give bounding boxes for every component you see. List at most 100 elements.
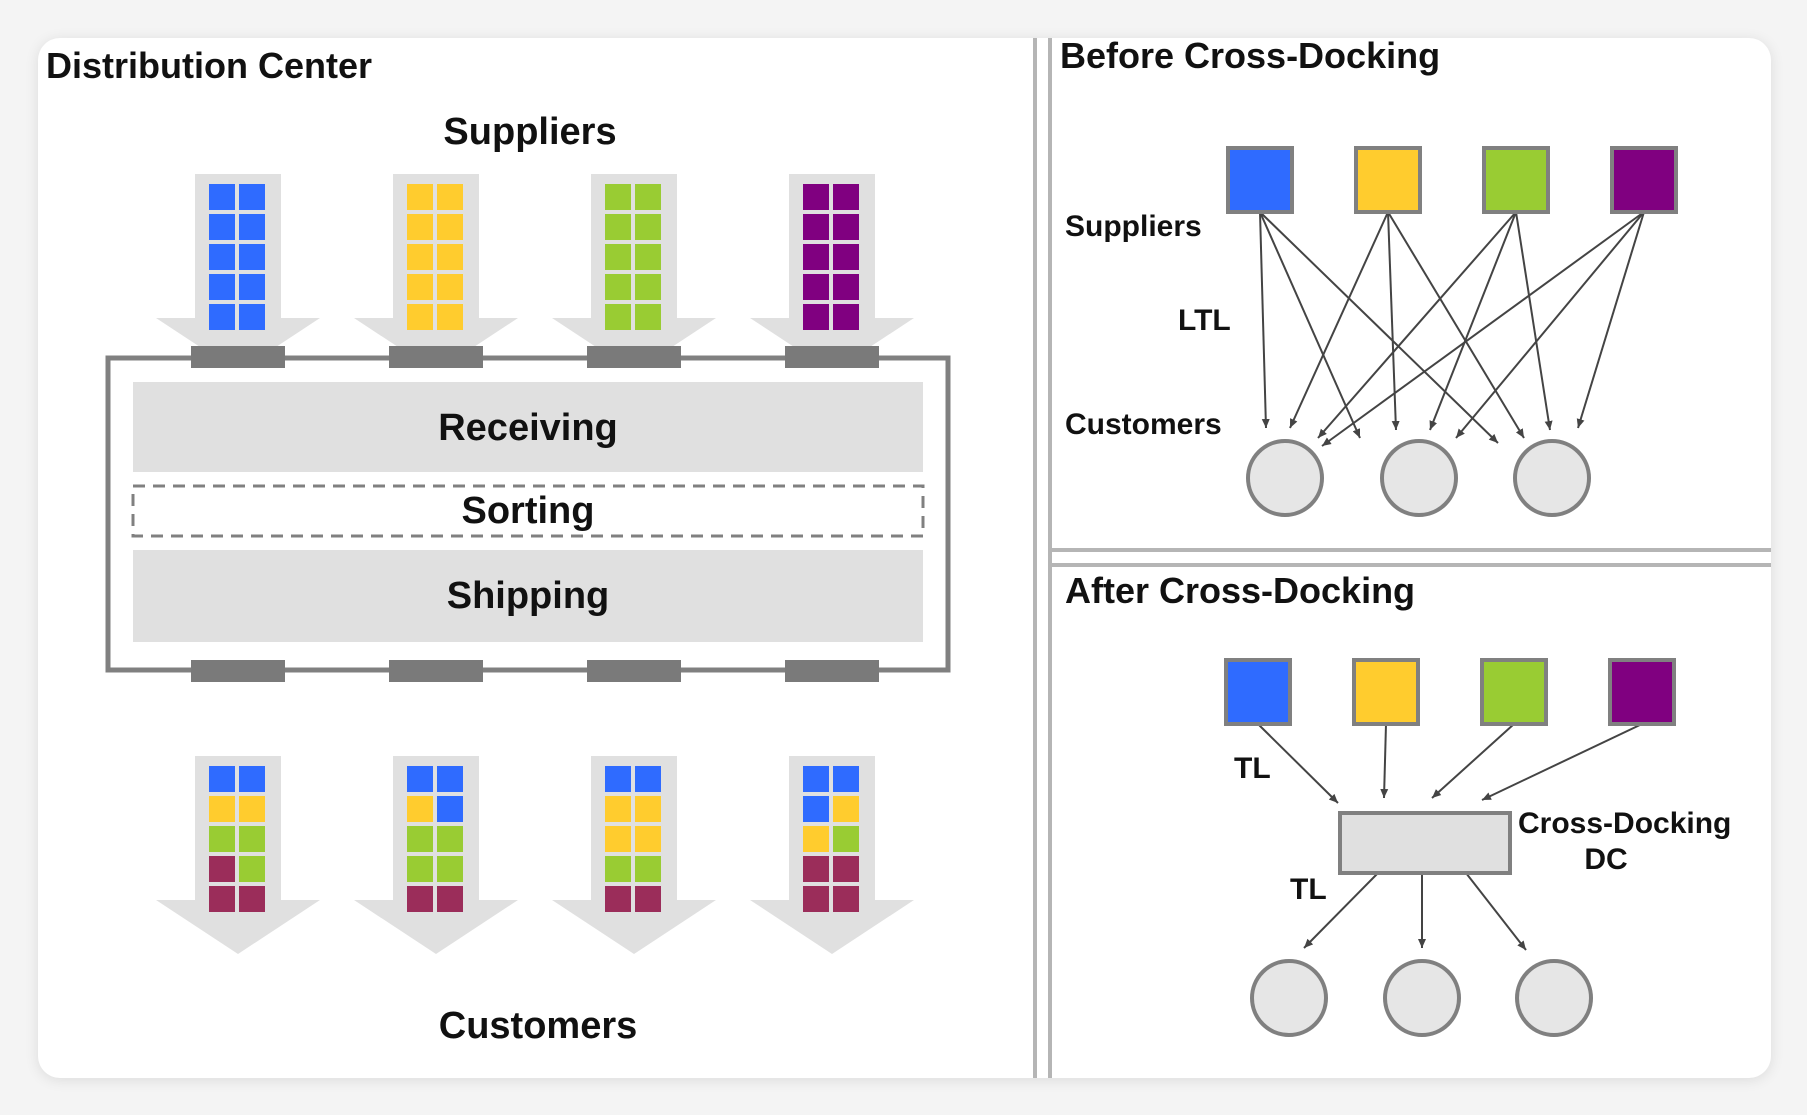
customer-circle xyxy=(1246,439,1324,517)
pallet-block xyxy=(209,304,235,330)
pallet-block xyxy=(605,856,631,882)
pallet-block xyxy=(407,274,433,300)
pallet-block xyxy=(407,766,433,792)
pallet-block xyxy=(635,766,661,792)
loading-docks xyxy=(191,346,879,682)
ltl-arrow xyxy=(1576,211,1645,429)
before-cross-docking-panel: Before Cross-Docking Suppliers LTL Custo… xyxy=(1050,38,1771,567)
ltl-arrow xyxy=(1515,211,1553,431)
pallet-block xyxy=(803,826,829,852)
pallet-block xyxy=(833,304,859,330)
pallet-block xyxy=(407,886,433,912)
pallet-block xyxy=(209,184,235,210)
pallet-block xyxy=(407,856,433,882)
pallet-block xyxy=(833,184,859,210)
customer-circle xyxy=(1383,959,1461,1037)
pallet-block xyxy=(833,856,859,882)
dc-label-line2: DC xyxy=(1584,843,1627,876)
cross-docking-diagram: Distribution Center Suppliers Receiving … xyxy=(46,38,1771,1078)
arrow-shape xyxy=(354,756,518,954)
outbound-dock-door xyxy=(389,660,483,682)
after-cross-docking-panel: After Cross-Docking Cross-Docking DC TL … xyxy=(1065,570,1731,1037)
pallet-block xyxy=(803,274,829,300)
outbound-arrow-2 xyxy=(354,756,518,954)
pallet-block xyxy=(437,184,463,210)
pallet-block xyxy=(833,766,859,792)
pallet-block xyxy=(437,826,463,852)
receiving-zone xyxy=(133,382,923,472)
pallet-block xyxy=(635,886,661,912)
distribution-center-title: Distribution Center xyxy=(46,45,372,86)
pallet-block xyxy=(833,826,859,852)
pallet-block xyxy=(605,184,631,210)
inbound-dock-door xyxy=(785,346,879,368)
ltl-arrow xyxy=(1387,211,1525,439)
customer-circle xyxy=(1250,959,1328,1037)
pallet-block xyxy=(833,274,859,300)
pallet-block xyxy=(437,796,463,822)
supplier-box xyxy=(1354,146,1422,214)
sorting-label: Sorting xyxy=(462,490,595,532)
customer-circle xyxy=(1513,439,1591,517)
before-suppliers-label: Suppliers xyxy=(1065,210,1202,243)
tl-inbound-arrow xyxy=(1431,723,1515,799)
pallet-block xyxy=(407,184,433,210)
pallet-block xyxy=(635,244,661,270)
pallet-block xyxy=(239,886,265,912)
pallet-block xyxy=(239,184,265,210)
arrow-shape xyxy=(552,174,716,372)
pallet-block xyxy=(437,766,463,792)
tl-outbound-arrow xyxy=(1303,872,1379,949)
pallet-block xyxy=(209,274,235,300)
pallet-block xyxy=(635,304,661,330)
pallet-block xyxy=(209,856,235,882)
pallet-block xyxy=(239,244,265,270)
ltl-arrow xyxy=(1259,211,1361,439)
pallet-block xyxy=(437,214,463,240)
pallet-block xyxy=(209,796,235,822)
pallet-block xyxy=(833,244,859,270)
pallet-block xyxy=(803,796,829,822)
pallet-block xyxy=(437,304,463,330)
supplier-box xyxy=(1610,146,1678,214)
pallet-block xyxy=(407,244,433,270)
supplier-box xyxy=(1608,658,1676,726)
pallet-block xyxy=(605,796,631,822)
pallet-block xyxy=(605,766,631,792)
pallet-block xyxy=(803,304,829,330)
pallet-block xyxy=(239,304,265,330)
dc-label-line1: Cross-Docking xyxy=(1518,807,1731,840)
receiving-label: Receiving xyxy=(438,407,618,449)
ltl-arrow xyxy=(1289,211,1389,429)
pallet-block xyxy=(803,184,829,210)
pallet-block xyxy=(635,274,661,300)
ltl-shipment-arrows xyxy=(1259,211,1645,447)
pallet-block xyxy=(605,826,631,852)
pallet-block xyxy=(239,766,265,792)
inbound-arrow-4 xyxy=(750,174,914,372)
pallet-block xyxy=(803,886,829,912)
pallet-block xyxy=(239,796,265,822)
pallet-block xyxy=(239,274,265,300)
outbound-customer-arrows xyxy=(156,756,914,954)
supplier-box xyxy=(1352,658,1420,726)
arrow-shape xyxy=(750,756,914,954)
pallet-block xyxy=(437,244,463,270)
tl-label-bottom: TL xyxy=(1290,873,1327,906)
pallet-block xyxy=(209,214,235,240)
ltl-arrow xyxy=(1259,211,1270,429)
after-customer-circles xyxy=(1250,959,1593,1037)
supplier-box xyxy=(1226,146,1294,214)
cross-docking-dc-box xyxy=(1338,811,1512,875)
pallet-block xyxy=(833,886,859,912)
distribution-center-panel: Distribution Center Suppliers Receiving … xyxy=(46,45,951,1047)
diagram-card: Distribution Center Suppliers Receiving … xyxy=(38,38,1771,1078)
pallet-block xyxy=(803,766,829,792)
pallet-block xyxy=(437,886,463,912)
ltl-arrow xyxy=(1259,211,1499,444)
pallet-block xyxy=(605,214,631,240)
customer-circle xyxy=(1380,439,1458,517)
outbound-arrow-1 xyxy=(156,756,320,954)
ltl-label: LTL xyxy=(1178,304,1231,337)
customer-circle xyxy=(1515,959,1593,1037)
